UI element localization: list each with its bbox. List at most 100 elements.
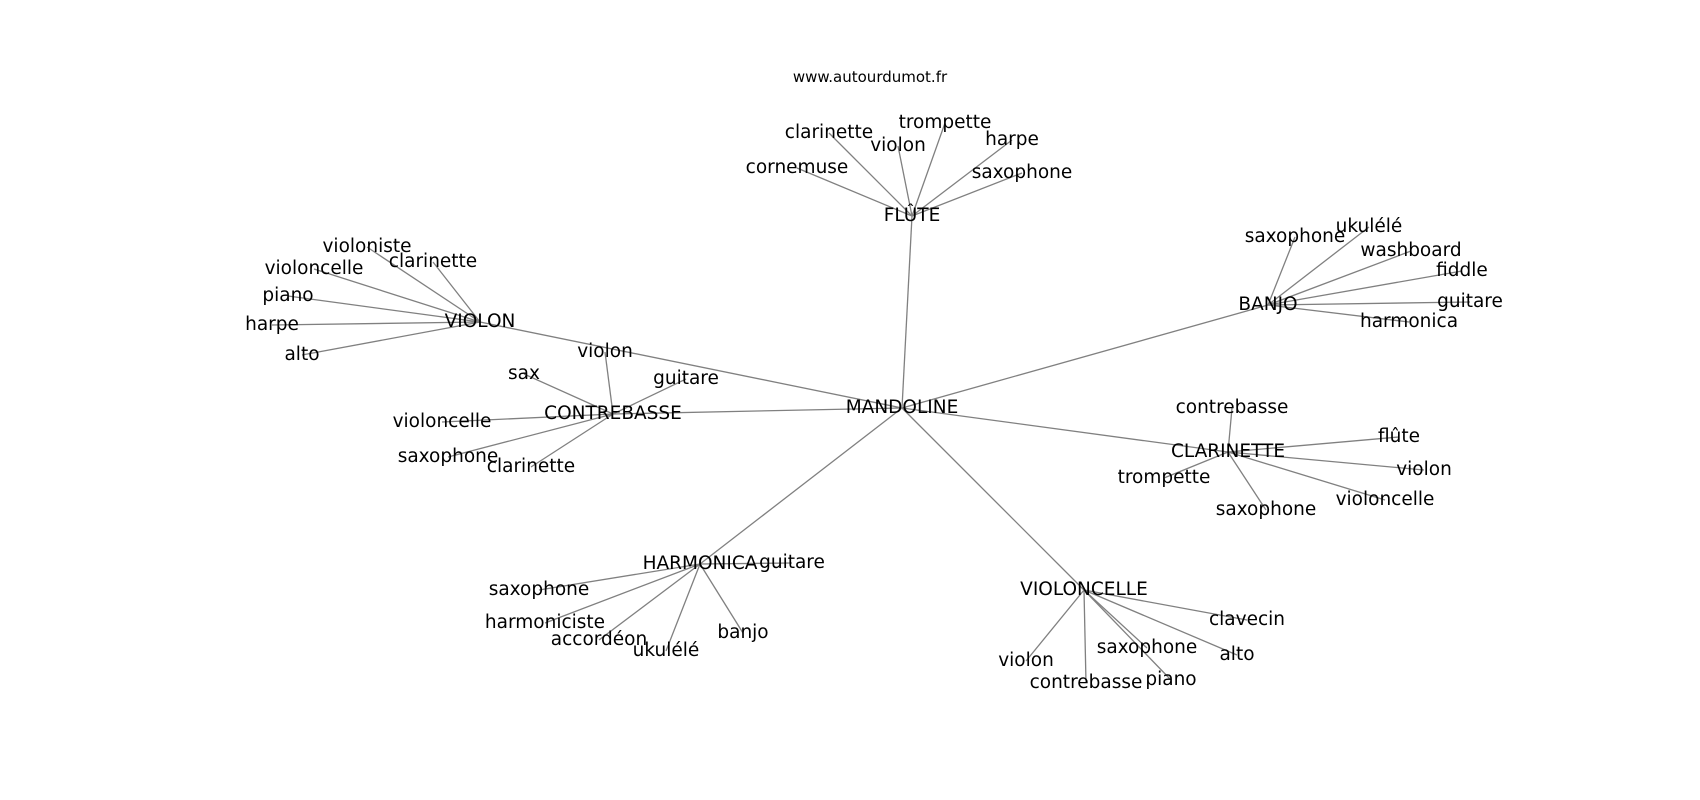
edge-group-to-item [598,563,701,641]
item-node-label: saxophone [398,446,499,467]
edge-group-to-item [604,351,614,415]
edge-group-to-item [530,413,614,468]
edge-group-to-item [1163,451,1229,479]
edge-group-to-item [538,563,701,591]
item-node-label: violon [998,650,1054,671]
item-node-label: violoniste [322,236,411,257]
edge-group-to-item [1267,236,1296,306]
edge-group-to-item [612,378,687,415]
edge-group-to-item [828,132,913,217]
edge-group-to-item [1227,451,1425,471]
item-node-label: guitare [1437,291,1503,312]
edge-group-to-item [301,321,481,356]
item-node-label: alto [1219,644,1254,665]
item-node-label: violoncelle [393,411,492,432]
edge-group-to-item [1083,589,1238,656]
group-node-label: CLARINETTE [1171,441,1285,462]
edge-group-to-item [1083,589,1087,684]
edge-group-to-item [287,295,481,323]
item-node-label: washboard [1360,240,1461,261]
edge-center-to-group [901,215,913,409]
edge-group-to-item [271,321,481,326]
item-node-label: saxophone [972,162,1073,183]
edge-center-to-group [901,304,1269,409]
item-node-label: violon [870,135,926,156]
edge-group-to-item [796,167,913,217]
edge-group-to-item [1267,250,1412,306]
item-node-label: harmonica [1360,311,1458,332]
edge-group-to-item [1227,436,1400,453]
edge-group-to-item [665,563,701,652]
edge-center-to-group [612,407,903,415]
edge-group-to-item [1227,451,1267,511]
item-node-label: violoncelle [265,258,364,279]
item-node-label: guitare [759,552,825,573]
edge-group-to-item [1083,589,1248,621]
edge-group-to-item [699,563,744,634]
edge-group-to-item [1267,270,1463,306]
item-node-label: contrebasse [1030,672,1143,693]
edge-group-to-item [1227,451,1386,501]
item-node-label: cornemuse [746,157,849,178]
edge-group-to-item [911,172,1023,217]
center-node-label: MANDOLINE [846,397,959,418]
item-node-label: harmoniciste [485,612,605,633]
group-node-label: VIOLONCELLE [1020,579,1148,600]
item-node-label: clavecin [1209,609,1285,630]
edge-group-to-item [911,139,1013,217]
edge-group-to-item [523,373,614,415]
edge-group-to-item [432,261,481,323]
item-node-label: clarinette [487,456,575,477]
item-node-label: saxophone [1216,499,1317,520]
item-node-label: trompette [899,112,992,133]
item-node-label: harpe [245,314,299,335]
item-node-label: flûte [1378,426,1420,447]
item-node-label: violoncelle [1336,489,1435,510]
item-node-label: ukulélé [1336,216,1403,237]
item-node-label: ukulélé [633,640,700,661]
group-node-label: BANJO [1238,294,1297,315]
item-node-label: piano [1145,669,1196,690]
edges [271,122,1471,684]
edge-group-to-item [544,563,701,624]
item-node-label: guitare [653,368,719,389]
item-node-label: violon [577,341,633,362]
edge-group-to-item [313,268,481,323]
edge-center-to-group [479,321,903,409]
edge-group-to-item [699,562,793,565]
edge-group-to-item [897,145,913,217]
source-label: www.autourdumot.fr [793,68,948,86]
edge-group-to-item [447,413,614,458]
edge-group-to-item [1267,304,1410,323]
item-node-label: fiddle [1436,260,1488,281]
item-node-label: clarinette [389,251,477,272]
edge-group-to-item [911,122,946,217]
edge-center-to-group [901,407,1085,591]
item-node-label: trompette [1118,467,1211,488]
item-node-label: sax [508,363,540,384]
group-node-label: VIOLON [445,311,516,332]
item-node-label: saxophone [1097,637,1198,658]
item-node-label: saxophone [1245,226,1346,247]
edge-group-to-item [1025,589,1085,662]
item-node-label: banjo [717,622,768,643]
item-node-label: alto [284,344,319,365]
item-node-label: piano [262,285,313,306]
edge-group-to-item [441,413,614,423]
item-node-label: violon [1396,459,1452,480]
item-node-label: clarinette [785,122,873,143]
edge-group-to-item [366,246,481,323]
group-node-label: FLÛTE [884,204,941,226]
edge-group-to-item [1083,589,1148,649]
edge-center-to-group [901,407,1229,453]
item-node-label: accordéon [551,629,647,650]
item-node-label: harpe [985,129,1039,150]
item-node-label: saxophone [489,579,590,600]
edge-group-to-item [1267,226,1370,306]
edge-group-to-item [1083,589,1172,681]
item-node-label: contrebasse [1176,397,1289,418]
edge-center-to-group [699,407,903,565]
edge-group-to-item [1267,301,1471,306]
